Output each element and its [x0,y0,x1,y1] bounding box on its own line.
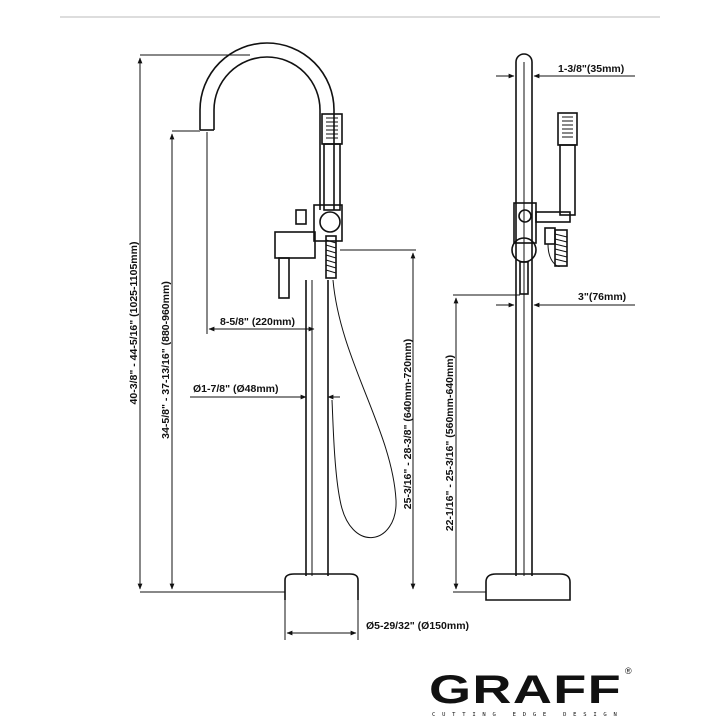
front-view: 40-3/8" - 44-5/16" (1025-1105mm) 34-5/8"… [128,42,469,640]
handle-height-label: 25-3/16" - 28-3/8" (640mm-720mm) [402,339,414,509]
brand-logo: GRAFF ® CUTTING EDGE DESIGN [429,666,632,718]
base-plate [284,573,359,600]
side-valve-body [511,202,571,295]
spout [199,42,335,210]
brand-tagline: CUTTING EDGE DESIGN [432,712,620,718]
hand-shower [321,113,343,211]
registered-mark: ® [625,666,632,676]
spout-height-label: 34-5/8" - 37-13/16" (880-960mm) [160,281,172,439]
brand-name: GRAFF [429,668,622,712]
side-handle-height-label: 22-1/16" - 25-3/16" (560mm-640mm) [444,355,456,531]
overall-height-label: 40-3/8" - 44-5/16" (1025-1105mm) [128,242,140,405]
hose-loop [331,279,397,539]
valve-body [274,204,343,299]
handle-offset-label: 3"(76mm) [578,291,626,303]
side-column [515,53,533,576]
side-view: 1-3/8"(35mm) 3"(76mm) 22-1/16" - 25-3/16… [444,53,635,601]
side-hand-shower [557,112,578,216]
column-diameter-label: Ø1-7/8" (Ø48mm) [193,383,279,395]
spout-reach-label: 8-5/8" (220mm) [220,316,295,328]
top-width-label: 1-3/8"(35mm) [558,63,624,75]
side-base-plate [485,573,571,601]
base-diameter-label: Ø5-29/32" (Ø150mm) [366,620,469,632]
